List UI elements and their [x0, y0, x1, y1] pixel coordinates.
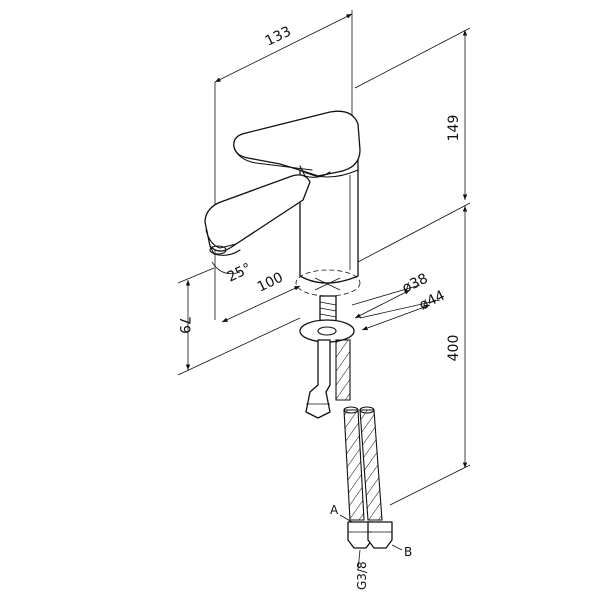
dimension-lines: [185, 13, 468, 468]
dim-dia-inner: ø38: [400, 271, 431, 297]
dim-width-top: 133: [263, 23, 294, 49]
label-leaders: [339, 514, 403, 571]
hose-braided-1: [335, 339, 351, 401]
dim-dia-outer: ø44: [417, 288, 448, 314]
label-hose-b: B: [404, 545, 412, 559]
hose-braided-2: [343, 406, 383, 521]
lever-handle: [233, 110, 361, 178]
dim-spout-height: 79: [176, 316, 192, 334]
label-thread: G3/8: [355, 561, 369, 590]
spout: [204, 174, 311, 256]
dim-spout-reach: 100: [255, 269, 286, 295]
hose-fittings: [347, 521, 393, 549]
dim-angle: 25°: [225, 260, 254, 285]
hose-left: [305, 339, 331, 419]
label-hose-a: A: [330, 503, 339, 517]
mounting-hardware: [299, 295, 355, 343]
dim-height-lower: 400: [446, 335, 462, 362]
dim-height-upper: 149: [446, 115, 462, 142]
